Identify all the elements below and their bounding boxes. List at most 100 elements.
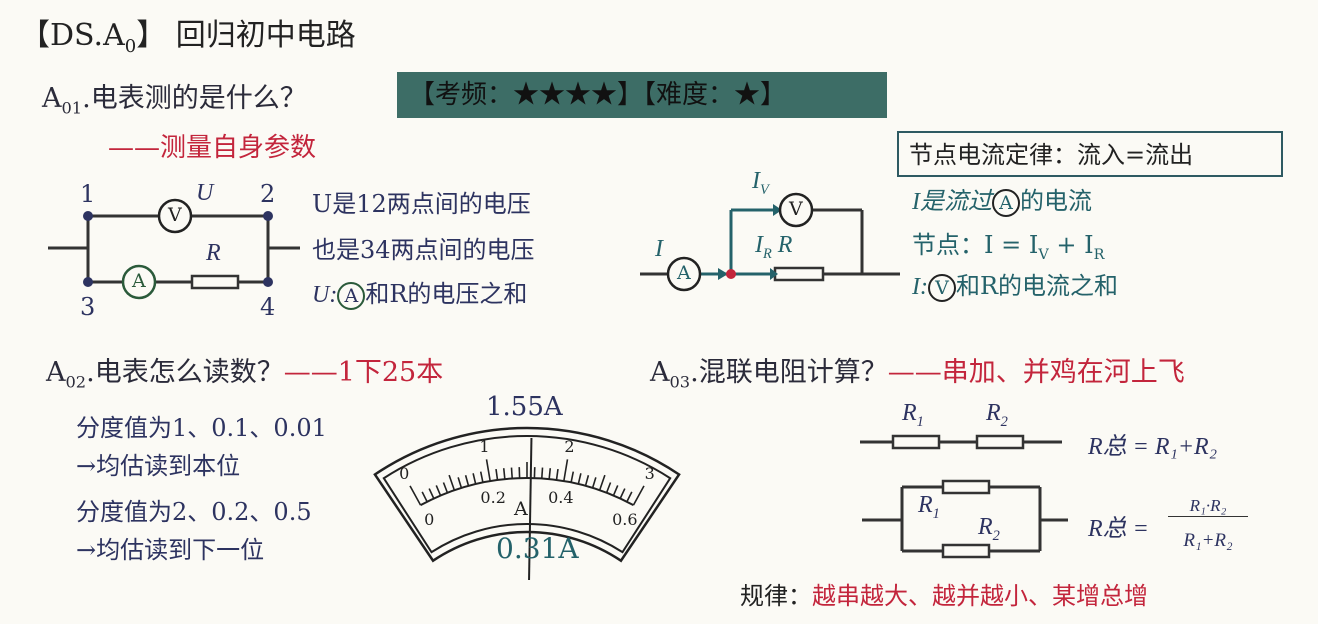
scale-tick: [502, 468, 506, 480]
scale-tick: [563, 459, 569, 482]
node-2-label: 2: [260, 180, 276, 208]
rule-text: 越串越大、越并越小、某增总增: [812, 582, 1148, 610]
upper-scale-label: 2: [564, 436, 575, 456]
scale-tick: [584, 475, 590, 487]
section-heading: 回归初中电路: [175, 18, 356, 53]
parallel-r1-label: R1: [918, 492, 940, 523]
scale-tick: [428, 488, 435, 499]
scale-tick: [605, 482, 612, 494]
r-text: R: [902, 400, 917, 426]
dial-outer-frame: [373, 426, 681, 563]
a03-answer: ——串加、并鸡在河上飞: [887, 357, 1185, 388]
voltmeter-icon: [778, 192, 814, 228]
upper-scale-label: 0: [399, 464, 410, 484]
series-r2-label: R2: [986, 400, 1008, 431]
note-line: →均估读到下一位: [76, 536, 265, 564]
rule-label: 规律：: [740, 582, 812, 610]
note-line: →均估读到本位: [76, 452, 241, 480]
a01-heading: A01.电表测的是什么？: [42, 76, 307, 117]
lower-scale-label: 0.6: [612, 509, 638, 529]
voltmeter-icon: [157, 198, 193, 234]
note-line: 节点：I = IV + IR: [912, 225, 1104, 263]
scale-tick: [577, 473, 582, 485]
voltmeter-symbol: V: [927, 273, 956, 302]
lower-scale-label: 0.2: [480, 487, 506, 507]
a02-answer: ——1下25本: [283, 357, 444, 388]
voltmeter-label: V: [168, 204, 182, 226]
parallel-formula-denominator: R₁+R₂: [1183, 530, 1233, 551]
r-text: R: [978, 514, 993, 540]
section-code-sub: 0: [124, 36, 137, 57]
circuit2-wires: [640, 208, 900, 282]
frequency-difficulty-banner: 【考频：★★★★】【难度：★】: [397, 72, 887, 118]
scale-tick: [495, 468, 499, 481]
note-text: I:: [912, 274, 928, 300]
scale-tick: [479, 471, 484, 483]
scale-tick: [464, 475, 470, 487]
ammeter-icon: [121, 264, 157, 300]
note-line: 分度值为2、0.2、0.5: [76, 498, 312, 526]
a02-label: A: [46, 357, 66, 388]
note-sub: R: [1093, 246, 1105, 263]
parallel-r2-label: R2: [978, 514, 1000, 545]
current-iv-sub: V: [760, 181, 769, 198]
section-code-close: 】: [136, 18, 167, 53]
meter-unit: A: [514, 498, 528, 520]
current-ir-sub: R: [763, 245, 772, 262]
r-sub: 2: [1000, 413, 1008, 430]
note-sub: V: [1038, 246, 1049, 263]
a01-question: .电表测的是什么？: [82, 83, 307, 114]
ammeter-label: A: [132, 270, 146, 292]
scale-tick: [472, 473, 477, 485]
section-code: 【DS.A: [20, 18, 125, 53]
note-line: 分度值为1、0.1、0.01: [76, 414, 327, 442]
dial-inner-frame: [382, 435, 672, 554]
note-text: 和R的电流之和: [955, 272, 1119, 300]
a02-question: .电表怎么读数？: [86, 357, 284, 388]
a01-label: A: [42, 83, 62, 114]
scale-tick: [548, 468, 552, 480]
parallel-formula-lhs: R总 =: [1088, 516, 1149, 542]
parallel-circuit: [862, 479, 1068, 559]
scale-tick: [619, 488, 626, 499]
note-text: + I: [1048, 231, 1094, 259]
section-title: 【DS.A0】 回归初中电路: [20, 10, 356, 57]
scale-tick: [612, 485, 619, 496]
ammeter-label: A: [677, 262, 691, 284]
a03-label: A: [650, 357, 670, 388]
scale-tick: [448, 474, 456, 491]
resistor-label: R: [777, 232, 793, 258]
rule-line: 规律：越串越大、越并越小、某增总增: [740, 576, 1148, 611]
scale-tick: [409, 485, 422, 506]
scale-tick: [485, 459, 491, 482]
note-text: I是流过: [912, 189, 992, 215]
scale-tick: [570, 471, 575, 483]
scale-tick: [457, 477, 463, 489]
lower-scale-label: 0.4: [548, 487, 574, 507]
current-iv-label: IV: [752, 168, 769, 199]
a01-answer: ——测量自身参数: [108, 133, 317, 163]
a02-heading: A02.电表怎么读数？——1下25本: [46, 350, 443, 391]
resistor-label: R: [206, 240, 221, 266]
note-line: 也是34两点间的电压: [312, 236, 535, 264]
r-sub: 1: [916, 413, 924, 430]
series-formula: R总 = R₁+R₂: [1088, 434, 1218, 460]
r-text: R: [986, 400, 1001, 426]
current-ir-text: I: [755, 232, 763, 258]
parallel-formula-numerator: R₁·R₂: [1168, 496, 1248, 517]
scale-arc: [420, 477, 634, 507]
r-sub: 1: [932, 505, 940, 522]
scale-tick: [442, 482, 449, 494]
current-arrows: [718, 204, 782, 280]
scale-tick: [632, 485, 645, 506]
r-sub: 2: [992, 527, 1000, 544]
series-r1-label: R1: [902, 400, 924, 431]
scale-tick: [598, 474, 606, 491]
scale-tick: [510, 467, 514, 479]
ammeter-icon: [666, 256, 702, 292]
voltage-label: U: [196, 180, 214, 206]
